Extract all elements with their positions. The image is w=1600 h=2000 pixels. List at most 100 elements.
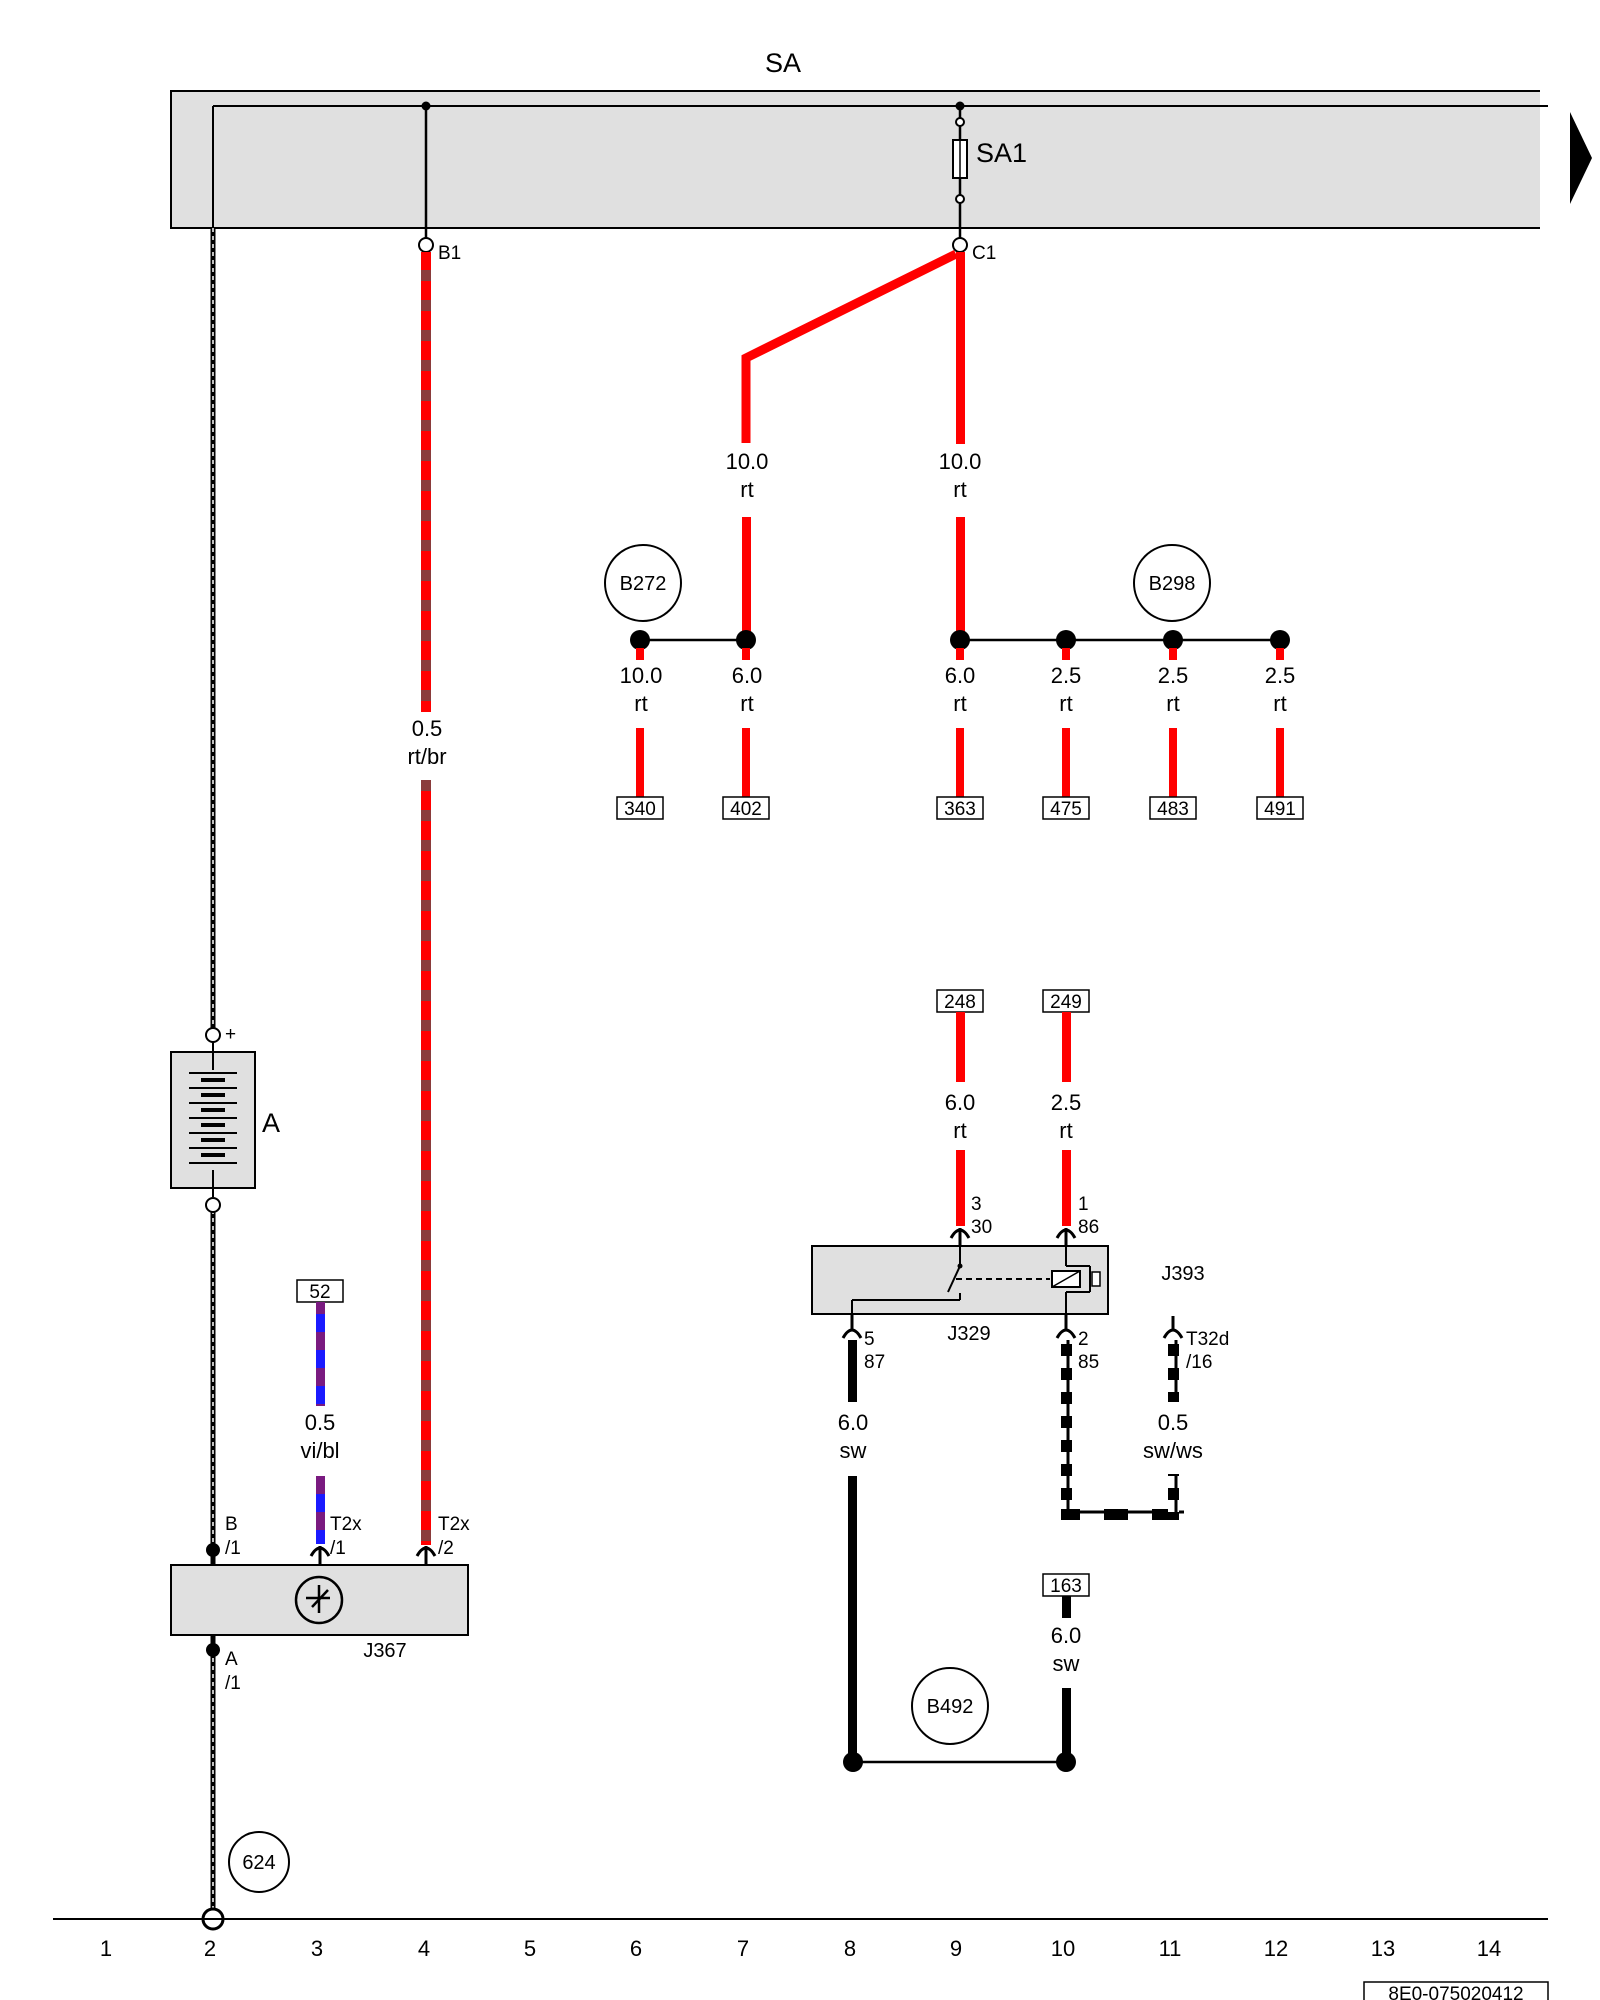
relay-coil-icon	[1051, 1246, 1101, 1314]
wire-size: 6.0	[732, 663, 763, 688]
wire-size: 2.5	[1265, 663, 1296, 688]
j367-pin-b-sub: /1	[225, 1538, 241, 1559]
junction-b492: B492	[843, 1667, 1076, 1772]
reference-249: 249	[1050, 992, 1082, 1013]
connector-t32d: T32d /16	[1162, 1316, 1229, 1373]
document-number: 8E0-075020412	[1363, 1981, 1549, 2000]
relay-j329-label: J329	[947, 1323, 990, 1345]
wire-85-control: 0.5 sw/ws	[1061, 1340, 1203, 1520]
wire-size: 0.5	[305, 1410, 336, 1435]
document-number-label: 8E0-075020412	[1388, 1984, 1523, 2000]
junction-b272: B272	[604, 544, 756, 650]
battery-icon	[189, 1072, 237, 1164]
wire-size: 6.0	[1051, 1623, 1082, 1648]
reference-491: 491	[1264, 799, 1296, 820]
t32d-label: T32d	[1186, 1329, 1229, 1350]
wire-size: 2.5	[1051, 663, 1082, 688]
grid-number: 11	[1159, 1936, 1182, 1961]
wire-52: 52 0.5 vi/bl	[296, 1279, 344, 1544]
grid-number: 5	[524, 1936, 536, 1961]
wire-363: 6.0 rt 363	[936, 648, 984, 820]
relay-j329: 3 30 1 86 5 87	[811, 1194, 1205, 1373]
sensor-icon	[294, 1575, 344, 1625]
wire-163: 163 6.0 sw	[1042, 1573, 1090, 1761]
wire-color: rt/br	[407, 744, 446, 769]
grid-number: 13	[1371, 1936, 1395, 1961]
reference-402: 402	[730, 799, 762, 820]
wire-size: 6.0	[945, 1090, 976, 1115]
relay-pin-86-number: 1	[1078, 1194, 1089, 1215]
relay-pin-87-number: 5	[864, 1329, 875, 1350]
wire-color: sw/ws	[1143, 1438, 1203, 1463]
wire-340: 10.0 rt 340	[616, 648, 664, 820]
wire-size: 6.0	[945, 663, 976, 688]
wire-size: 10.0	[939, 449, 982, 474]
grid-number: 14	[1477, 1936, 1501, 1961]
relay-pin-30-label: 30	[971, 1217, 992, 1238]
wire-color: rt	[1166, 691, 1179, 716]
reference-483: 483	[1157, 799, 1189, 820]
c1-right-wire: 10.0 rt	[939, 252, 982, 637]
control-unit-j367: B /1 T2x /1 T2x /2 A /1 J367	[170, 1514, 470, 1694]
wire-color: rt	[1059, 1118, 1072, 1143]
j367-pin-a-sub: /1	[225, 1673, 241, 1694]
wire-87-output: 6.0 sw	[838, 1340, 869, 1761]
j367-pin-t2x1-sub: /1	[330, 1538, 346, 1559]
relay-j393-label: J393	[1161, 1263, 1204, 1285]
terminal-c1-label: C1	[972, 243, 996, 264]
battery-a: + A	[170, 1024, 280, 1213]
grid-number: 1	[100, 1936, 112, 1961]
continuation-arrow-icon	[1570, 112, 1592, 204]
wire-color: rt	[740, 691, 753, 716]
reference-363: 363	[944, 799, 976, 820]
relay-pin-30-number: 3	[971, 1194, 982, 1215]
reference-248: 248	[944, 992, 976, 1013]
grid-number: 8	[844, 1936, 856, 1961]
relay-pin-87-label: 87	[864, 1352, 885, 1373]
j367-pin-t2x2-label: T2x	[438, 1514, 470, 1535]
reference-163: 163	[1050, 1576, 1082, 1597]
wire-size: 10.0	[620, 663, 663, 688]
wire-size: 6.0	[838, 1410, 869, 1435]
j367-pin-b-label: B	[225, 1514, 238, 1535]
terminal-b1: B1	[418, 237, 461, 264]
wire-402: 6.0 rt 402	[722, 648, 770, 820]
grid-number: 9	[950, 1936, 962, 1961]
junction-b298: B298	[950, 544, 1290, 650]
wire-483: 2.5 rt 483	[1149, 648, 1197, 820]
relay-switch-icon	[851, 1246, 1050, 1314]
wire-color: rt	[740, 477, 753, 502]
relay-pin-85-label: 85	[1078, 1352, 1099, 1373]
reference-52: 52	[309, 1282, 330, 1303]
wire-color: rt	[634, 691, 647, 716]
relay-pin-85-number: 2	[1078, 1329, 1089, 1350]
wire-size: 2.5	[1051, 1090, 1082, 1115]
wire-color: vi/bl	[300, 1438, 339, 1463]
j367-pin-t2x1-label: T2x	[330, 1514, 362, 1535]
wire-color: rt	[1059, 691, 1072, 716]
wire-491: 2.5 rt 491	[1256, 648, 1304, 820]
grid-number: 7	[737, 1936, 749, 1961]
wire-size: 0.5	[1158, 1410, 1189, 1435]
j367-pin-t2x2-sub: /2	[438, 1538, 454, 1559]
battery-plus-label: +	[225, 1024, 236, 1045]
grid-number: 2	[204, 1936, 216, 1961]
wire-color: rt	[953, 691, 966, 716]
fuse-sa1-label: SA1	[976, 138, 1027, 168]
wire-248: 248 6.0 rt	[936, 989, 984, 1226]
wire-color: sw	[1053, 1651, 1080, 1676]
wire-size: 0.5	[412, 716, 443, 741]
terminal-b1-label: B1	[438, 243, 461, 264]
junction-b492-label: B492	[927, 1696, 974, 1718]
t32d-sub: /16	[1186, 1352, 1212, 1373]
grid-number: 4	[418, 1936, 430, 1961]
wire-475: 2.5 rt 475	[1042, 648, 1090, 820]
j367-pin-a-label: A	[225, 1649, 238, 1670]
grid-number: 12	[1264, 1936, 1288, 1961]
fuse-box-sa: SA SA1	[170, 48, 1592, 238]
battery-label: A	[262, 1108, 280, 1138]
ground-624-label: 624	[242, 1852, 275, 1874]
reference-340: 340	[624, 799, 656, 820]
relay-pin-86-label: 86	[1078, 1217, 1099, 1238]
wire-size: 10.0	[726, 449, 769, 474]
